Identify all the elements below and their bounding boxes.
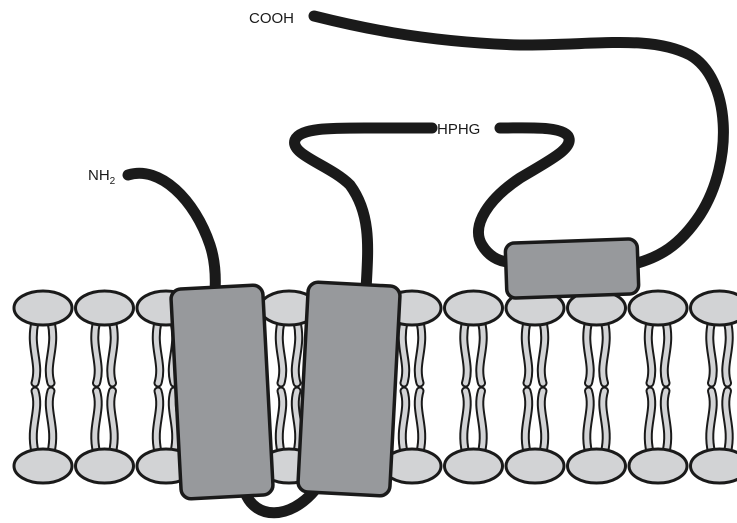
- amphipathic-helix: [505, 239, 639, 299]
- lipid-head: [76, 291, 134, 325]
- lipid-molecule: [568, 291, 626, 483]
- lipid-head: [445, 449, 503, 483]
- lipid-molecule: [691, 291, 737, 483]
- lipid-molecule: [14, 291, 72, 483]
- lipid-molecule: [445, 291, 503, 483]
- lipid-head: [691, 291, 737, 325]
- lipid-molecule: [629, 291, 687, 483]
- lipid-head: [14, 291, 72, 325]
- c-terminal-tail: [314, 16, 723, 265]
- lipid-head: [445, 291, 503, 325]
- lipid-head: [691, 449, 737, 483]
- extracellular-loop: [295, 128, 432, 290]
- lipid-head: [629, 449, 687, 483]
- lipid-molecule: [506, 291, 564, 483]
- cooh-label: COOH: [249, 10, 294, 27]
- lipid-head: [568, 449, 626, 483]
- transmembrane-helix-1: [171, 285, 274, 500]
- lipid-head: [14, 449, 72, 483]
- lipid-molecule: [76, 291, 134, 483]
- n-terminal-tail: [128, 173, 215, 292]
- hphg-label: HPHG: [437, 121, 480, 138]
- nh2-label: NH2: [88, 167, 116, 187]
- lipid-head: [506, 449, 564, 483]
- lipid-head: [76, 449, 134, 483]
- transmembrane-helix-2: [298, 282, 401, 497]
- lipid-head: [629, 291, 687, 325]
